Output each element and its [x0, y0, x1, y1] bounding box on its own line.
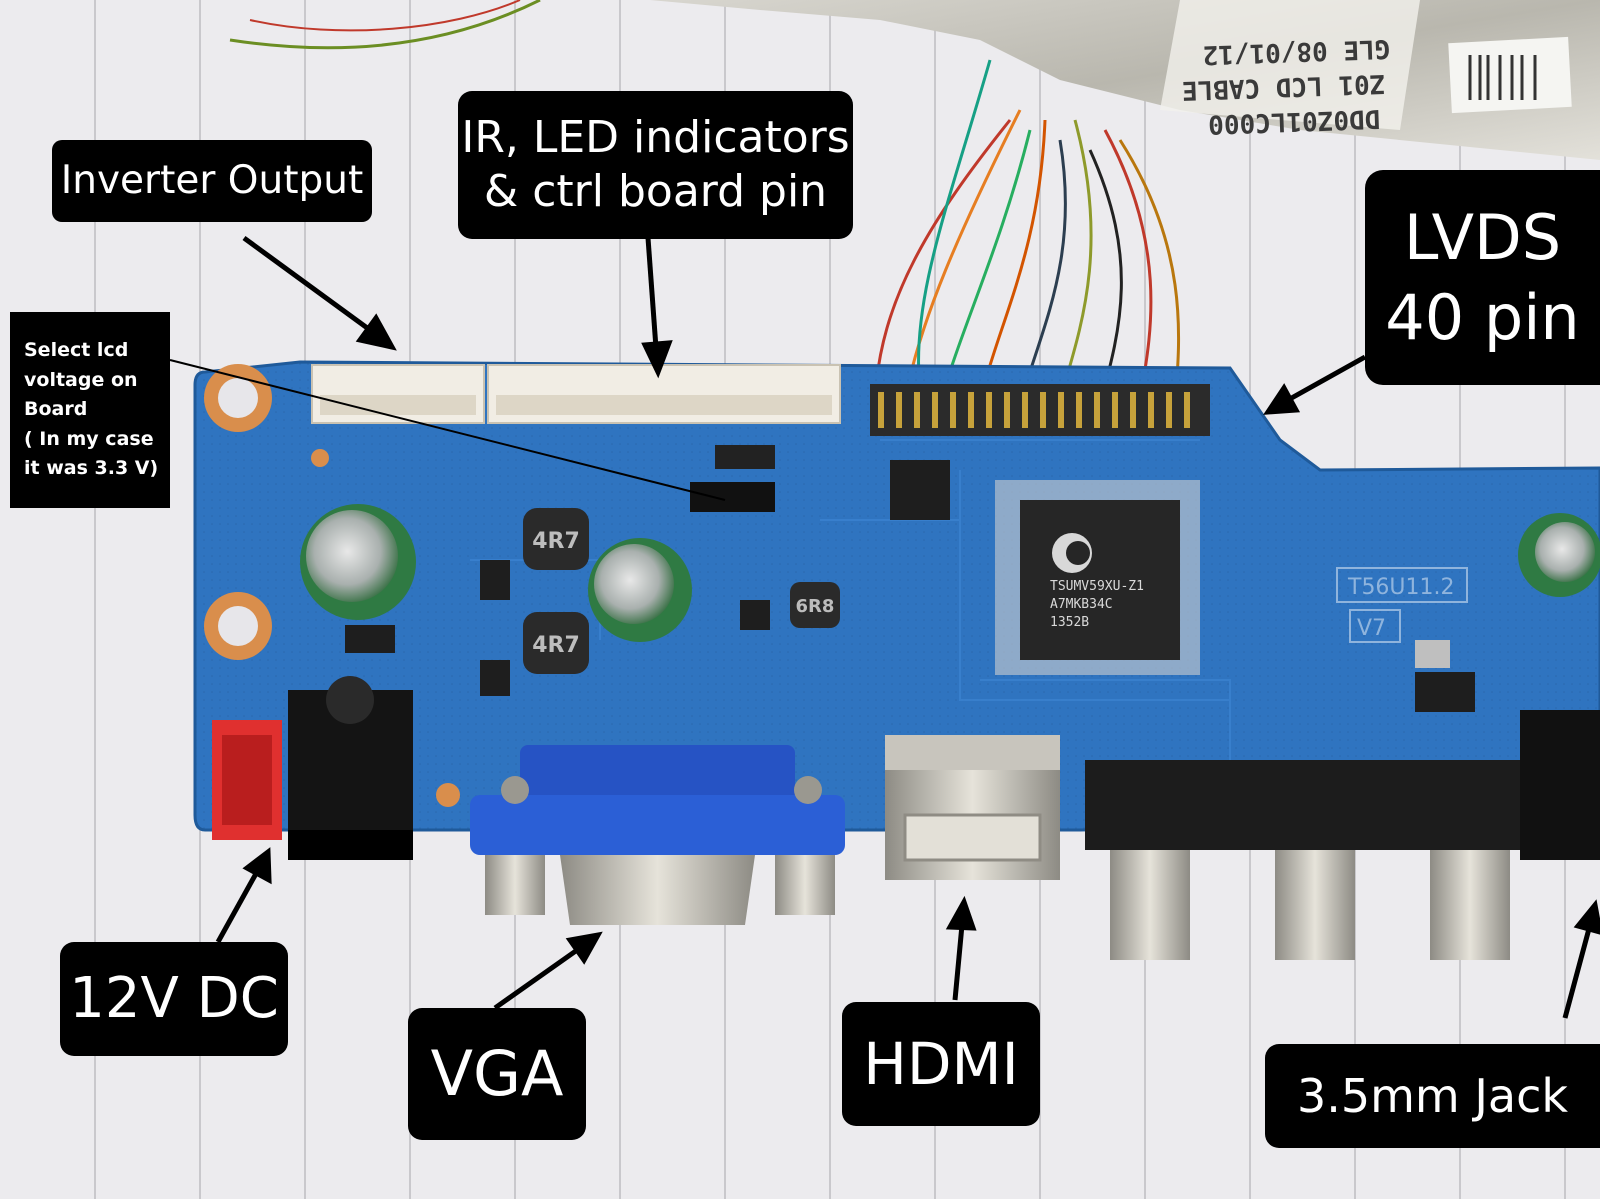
svg-text:T56U11.2: T56U11.2: [1347, 575, 1455, 600]
lvds-header: [870, 384, 1210, 436]
label-ir-led-line1: IR, LED indicators: [461, 111, 850, 163]
pcb: [193, 360, 1600, 832]
label-select-lcd-voltage: Select lcd voltage on Board ( In my case…: [10, 312, 170, 508]
label-lvds: LVDS 40 pin: [1365, 170, 1600, 385]
inverter-connector: [311, 364, 485, 424]
label-ir-led: IR, LED indicators & ctrl board pin: [458, 91, 853, 239]
model-silkscreen: T56U11.2 V7: [1336, 567, 1468, 643]
annotation-arrows: [169, 235, 1600, 1019]
label-lvds-line2: 40 pin: [1385, 280, 1580, 354]
label-select-lcd-line1: Select lcd: [24, 339, 129, 362]
label-inverter-output-text: Inverter Output: [60, 157, 364, 203]
label-ir-led-line2: & ctrl board pin: [483, 166, 828, 217]
cable-print: GLE 08/01/12 Z01 LCD CABLE DD0Z01LC000: [1181, 33, 1390, 139]
dc-jack: [288, 676, 413, 860]
svg-text:1352B: 1352B: [1050, 615, 1089, 630]
rca-jacks: [1085, 710, 1600, 960]
label-hdmi: HDMI: [842, 1002, 1040, 1126]
label-select-lcd-line5: it was 3.3 V): [24, 457, 159, 480]
hdmi-connector: [885, 735, 1060, 880]
label-select-lcd-line2: voltage on: [24, 368, 138, 391]
svg-text:4R7: 4R7: [532, 633, 580, 658]
svg-text:GLE 08/01/12: GLE 08/01/12: [1202, 33, 1391, 70]
capacitors: [300, 504, 1600, 642]
label-vga: VGA: [408, 1008, 586, 1140]
svg-text:A7MKB34C: A7MKB34C: [1050, 597, 1113, 612]
main-chip: TSUMV59XU-Z1 A7MKB34C 1352B: [995, 480, 1200, 675]
small-ics: [345, 460, 1475, 712]
label-lvds-line1: LVDS: [1403, 201, 1562, 275]
label-12v-dc: 12V DC: [60, 942, 288, 1056]
svg-text:TSUMV59XU-Z1: TSUMV59XU-Z1: [1050, 579, 1144, 594]
label-3-5mm-jack: 3.5mm Jack: [1265, 1044, 1600, 1148]
label-select-lcd-line3: Board: [24, 398, 88, 421]
svg-text:6R8: 6R8: [796, 596, 835, 617]
label-select-lcd-line4: ( In my case: [24, 427, 154, 450]
lvds-cable: [650, 0, 1600, 160]
inductors: 4R7 4R7 6R8: [523, 508, 840, 674]
vga-connector: [470, 745, 845, 925]
label-vga-text: VGA: [430, 1037, 564, 1111]
svg-text:V7: V7: [1357, 616, 1386, 641]
svg-text:4R7: 4R7: [532, 529, 580, 554]
voltage-jumper: [690, 445, 775, 512]
label-hdmi-text: HDMI: [863, 1029, 1019, 1098]
svg-text:DD0Z01LC000: DD0Z01LC000: [1208, 103, 1381, 139]
power-connector: [212, 720, 282, 840]
label-inverter-output: Inverter Output: [52, 140, 372, 222]
svg-text:Z01 LCD CABLE: Z01 LCD CABLE: [1181, 68, 1385, 105]
label-3-5mm-jack-text: 3.5mm Jack: [1296, 1068, 1569, 1123]
label-12v-dc-text: 12V DC: [69, 965, 279, 1031]
ir-led-connector: [487, 364, 841, 424]
